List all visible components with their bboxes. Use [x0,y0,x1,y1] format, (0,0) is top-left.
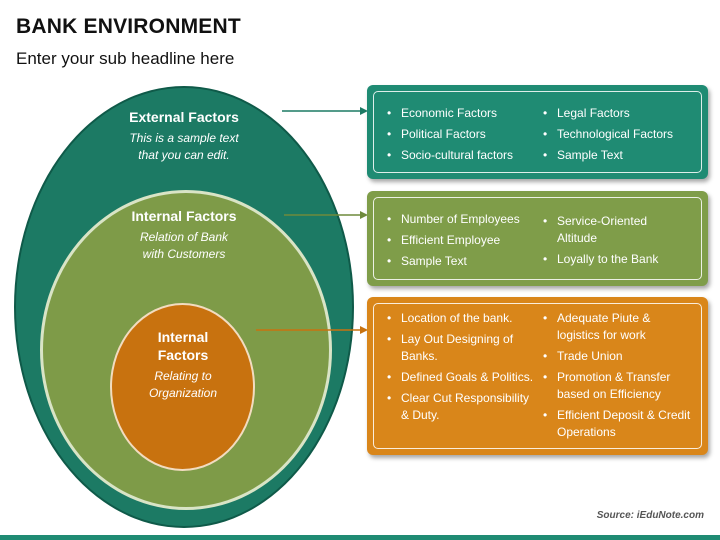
internal-customers-heading: Internal Factors [131,208,237,224]
external-factors-box: • Economic Factors • Political Factors • So… [367,85,708,179]
bullet-icon: • [387,332,392,346]
external-factors-list-left: • Economic Factors • Political Factors • So… [385,105,535,168]
inner-heading-line-2: Factors [157,347,209,363]
bullet-icon: • [543,252,548,266]
list-item-text: Clear Cut Responsibility & Duty. [401,391,530,422]
inner-caption-line-1: Relating to [154,369,212,383]
external-caption-line-1: This is a sample text [129,131,239,145]
internal-customers-box: • Number of Employees • Efficient Employee… [367,191,708,286]
external-factors-box-frame [373,91,702,173]
list-item: • Sample Text [541,147,691,164]
list-item-text: Location of the bank. [401,311,513,325]
list-item: • Legal Factors [541,105,691,122]
external-factors-caption: This is a sample text that you can edit. [94,130,274,164]
bullet-icon: • [387,370,392,384]
list-item: • Lay Out Designing of Banks. [385,331,535,365]
internal-organization-list-right: • Adequate Piute & logistics for work • Tr… [541,310,691,445]
list-item-text: Sample Text [557,148,623,162]
list-item-text: Loyally to the Bank [557,252,659,266]
list-item: • Defined Goals & Politics. [385,369,535,386]
page-subtitle: Enter your sub headline here [16,49,235,68]
bullet-icon: • [543,370,548,384]
list-item: • Economic Factors [385,105,535,122]
middle-caption-line-2: with Customers [142,247,226,261]
internal-customers-label: Internal Factors Relation of Bank with C… [96,207,272,263]
middle-caption-line-1: Relation of Bank [139,230,229,244]
internal-customers-caption: Relation of Bank with Customers [96,229,272,263]
bullet-icon: • [543,127,548,141]
list-item-text: Technological Factors [557,127,674,141]
list-item-text: Lay Out Designing of Banks. [401,332,514,363]
list-item: • Adequate Piute & logistics for work [541,310,691,344]
internal-organization-label: Internal Factors Relating to Organizatio… [118,328,248,402]
list-item: • Loyally to the Bank [541,251,671,268]
list-item-text: Number of Employees [401,212,520,226]
bullet-icon: • [543,408,548,422]
list-item: • Service-Oriented Altitude [541,213,671,247]
page-title: BANK ENVIRONMENT [16,15,241,38]
list-item-text: Promotion & Transfer based on Efficiency [557,370,671,401]
list-item-text: Sample Text [401,254,467,268]
list-item: • Efficient Deposit & Credit Operations [541,407,691,441]
bullet-icon: • [543,349,548,363]
bullet-icon: • [387,148,392,162]
bottom-accent-bar [0,535,720,540]
list-item: • Clear Cut Responsibility & Duty. [385,390,535,424]
internal-organization-circle [110,303,255,471]
list-item-text: Efficient Deposit & Credit Operations [557,408,691,439]
list-item: • Technological Factors [541,126,691,143]
internal-customers-connector-arrow [284,211,368,219]
internal-customers-list-left: • Number of Employees • Efficient Employee… [385,211,535,274]
list-item: • Sample Text [385,253,535,270]
bullet-icon: • [387,212,392,226]
external-connector-arrow [282,107,368,115]
internal-organization-box-frame [373,303,702,449]
list-item-text: Legal Factors [557,106,630,120]
bullet-icon: • [387,254,392,268]
list-item-text: Adequate Piute & logistics for work [557,311,651,342]
internal-customers-list-right: • Service-Oriented Altitude • Loyally to t… [541,213,671,272]
bullet-icon: • [387,311,392,325]
internal-organization-list-left: • Location of the bank. • Lay Out Designin… [385,310,535,428]
list-item-text: Defined Goals & Politics. [401,370,534,384]
list-item: • Promotion & Transfer based on Efficienc… [541,369,691,403]
bullet-icon: • [543,148,548,162]
list-item: • Socio-cultural factors [385,147,535,164]
list-item-text: Economic Factors [401,106,498,120]
internal-organization-caption: Relating to Organization [118,368,248,402]
source-credit: Source: iEduNote.com [596,510,704,521]
external-factors-list-right: • Legal Factors • Technological Factors • S… [541,105,691,168]
internal-customers-box-frame [373,197,702,280]
external-factors-label: External Factors This is a sample text t… [94,108,274,164]
list-item: • Political Factors [385,126,535,143]
list-item-text: Service-Oriented Altitude [557,214,648,245]
inner-heading-line-1: Internal [157,329,209,345]
external-factors-heading: External Factors [129,109,239,125]
list-item-text: Trade Union [557,349,623,363]
bullet-icon: • [387,106,392,120]
bullet-icon: • [387,233,392,247]
bullet-icon: • [387,127,392,141]
internal-organization-box: • Location of the bank. • Lay Out Designin… [367,297,708,455]
bullet-icon: • [387,391,392,405]
list-item: • Efficient Employee [385,232,535,249]
bullet-icon: • [543,311,548,325]
internal-organization-heading: Internal Factors [118,328,248,364]
list-item: • Location of the bank. [385,310,535,327]
bullet-icon: • [543,214,548,228]
list-item: • Trade Union [541,348,691,365]
list-item-text: Political Factors [401,127,486,141]
list-item-text: Efficient Employee [401,233,501,247]
bullet-icon: • [543,106,548,120]
inner-caption-line-2: Organization [148,386,218,400]
internal-organization-connector-arrow [256,326,368,334]
external-caption-line-2: that you can edit. [138,148,230,162]
list-item-text: Socio-cultural factors [401,148,514,162]
list-item: • Number of Employees [385,211,535,228]
